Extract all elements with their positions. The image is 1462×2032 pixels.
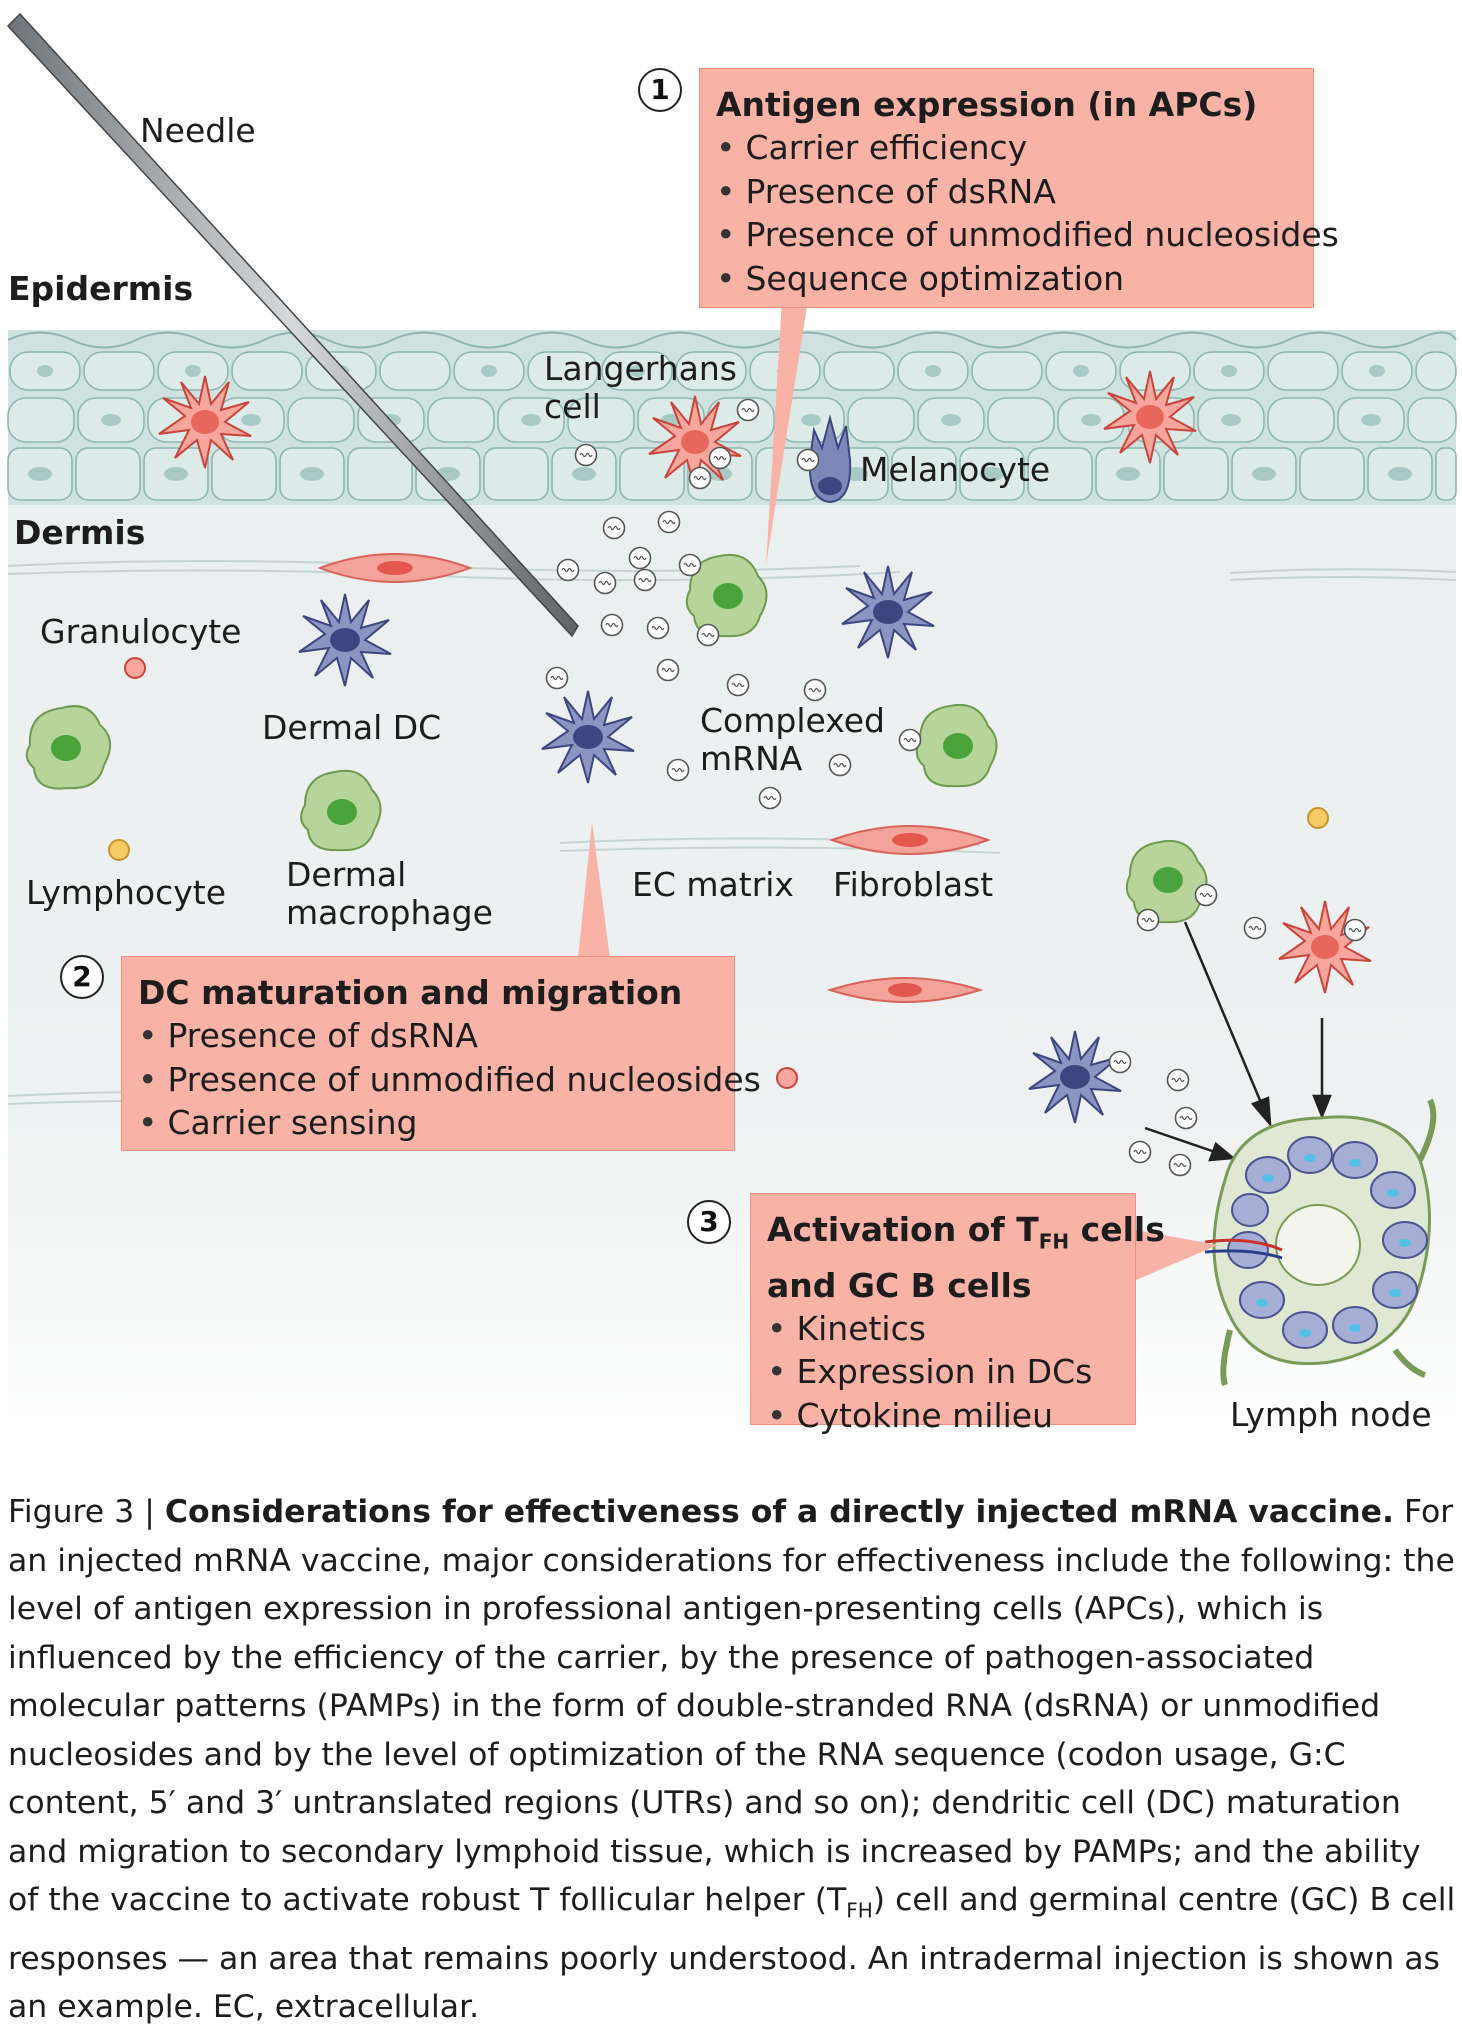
lymphocyte-label: Lymphocyte	[26, 873, 226, 912]
macrophage-icon	[300, 769, 382, 852]
dermal-dc-icon	[541, 690, 635, 784]
fibroblast-label: Fibroblast	[833, 865, 994, 904]
figure-label: Figure 3 |	[8, 1494, 165, 1530]
granulocyte-label: Granulocyte	[40, 612, 242, 651]
dc-maturation-list: Presence of dsRNA Presence of unmodified…	[138, 1014, 760, 1145]
needle-icon	[6, 12, 579, 638]
antigen-expression-box: Antigen expression (in APCs) Carrier eff…	[699, 68, 1339, 308]
list-item: Carrier sensing	[138, 1101, 718, 1145]
macrophage-icon	[1125, 840, 1208, 924]
caption-paragraph: Figure 3 | Considerations for effectiven…	[8, 1488, 1458, 2032]
complexed-mrna-label-line2: mRNA	[700, 739, 803, 778]
list-item: Cytokine milieu	[767, 1394, 1119, 1438]
granulocyte-icon	[776, 1067, 798, 1089]
step-number-1: 1	[638, 68, 682, 112]
migration-arrows	[1144, 921, 1332, 1162]
caption-body: For an injected mRNA vaccine, major cons…	[8, 1494, 1455, 1918]
caption-subscript: FH	[846, 1898, 873, 1923]
macrophage-icon	[685, 554, 768, 638]
dermis-label: Dermis	[14, 513, 146, 552]
needle-label: Needle	[140, 111, 256, 150]
melanocyte-label: Melanocyte	[860, 450, 1051, 489]
antigen-expression-title: Antigen expression (in APCs)	[716, 85, 1258, 124]
figure-caption: Figure 3 | Considerations for effectiven…	[8, 1488, 1458, 2032]
dermal-dc-icon	[298, 593, 392, 687]
lymphocyte-icon	[108, 839, 130, 861]
langerhans-cell-icon	[648, 395, 742, 489]
granulocyte-icon	[124, 657, 146, 679]
dermal-dc-icon	[841, 565, 935, 659]
langerhans-label-line1: Langerhans	[544, 349, 738, 388]
lymph-node-icon	[1204, 1098, 1437, 1386]
tfh-activation-list: Kinetics Expression in DCs Cytokine mili…	[767, 1307, 1119, 1438]
melanocyte-icon	[808, 414, 852, 504]
langerhans-label-line2: cell	[544, 387, 601, 426]
fibroblast-icon	[317, 553, 473, 583]
step-number-2: 2	[60, 955, 104, 999]
complexed-mrna-label-line1: Complexed	[700, 701, 885, 740]
caption-body-end: ) cell and germinal centre (GC) B cell r…	[8, 1882, 1456, 2026]
tfh-activation-title-line2: and GC B cells	[767, 1265, 1032, 1305]
dermal-macrophage-label-line1: Dermal	[286, 855, 407, 894]
figure-title: Considerations for effectiveness of a di…	[164, 1494, 1394, 1530]
dermal-macrophage-label-line2: macrophage	[286, 893, 493, 932]
tfh-activation-title: Activation of TFH cells	[767, 1210, 1165, 1254]
lymphocyte-icon	[1307, 807, 1329, 829]
dermal-dc-icon	[1028, 1030, 1122, 1124]
langerhans-cell-icon	[1278, 900, 1372, 994]
dermal-dc-label: Dermal DC	[262, 708, 442, 747]
list-item: Expression in DCs	[767, 1350, 1119, 1394]
figure-illustration: Needle Epidermis Dermis Langerhans cell …	[0, 0, 1462, 1450]
callout-pointer-1	[766, 300, 808, 565]
callout-pointer-2	[578, 822, 610, 958]
macrophage-icon	[25, 705, 111, 790]
langerhans-cell-icon	[1103, 370, 1197, 464]
list-item: Presence of unmodified nucleosides	[138, 1058, 760, 1102]
fibroblast-icon	[826, 977, 984, 1003]
dc-maturation-title: DC maturation and migration	[138, 973, 683, 1012]
langerhans-cell-icon	[158, 375, 252, 469]
dc-maturation-box: DC maturation and migration Presence of …	[121, 956, 761, 1151]
epidermis-label: Epidermis	[8, 269, 194, 308]
list-item: Presence of unmodified nucleosides	[716, 213, 1338, 257]
list-item: Presence of dsRNA	[138, 1014, 718, 1058]
antigen-expression-list: Carrier efficiency Presence of dsRNA Pre…	[716, 126, 1338, 301]
fibroblast-icon	[829, 825, 991, 855]
lymph-node-label: Lymph node	[1230, 1395, 1432, 1434]
list-item: Carrier efficiency	[716, 126, 1297, 170]
ec-matrix-label: EC matrix	[632, 865, 794, 904]
list-item: Presence of dsRNA	[716, 170, 1297, 214]
tfh-activation-box: Activation of TFH cells and GC B cells K…	[750, 1193, 1165, 1435]
callout-pointer-3	[1136, 1230, 1218, 1280]
list-item: Kinetics	[767, 1307, 1119, 1351]
macrophage-icon	[915, 704, 998, 788]
list-item: Sequence optimization	[716, 257, 1297, 301]
step-number-3: 3	[687, 1200, 731, 1244]
